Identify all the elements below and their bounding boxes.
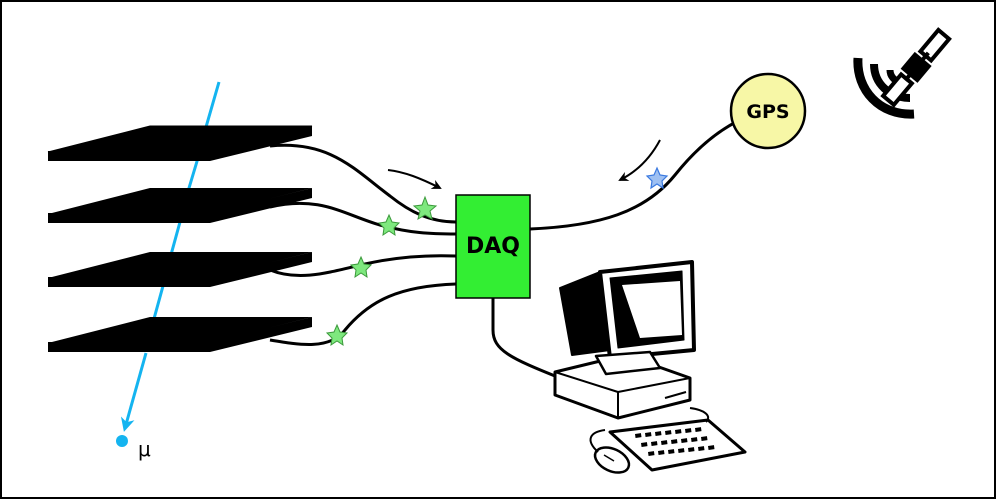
signal-star-markers: [325, 195, 438, 347]
muon-label: μ: [138, 437, 151, 461]
gps-star-marker: [645, 166, 669, 190]
signal-flow-arrow: [387, 169, 442, 189]
detector-plate-2: [48, 188, 312, 223]
signal-star-1: [412, 195, 438, 221]
daq-label: DAQ: [466, 234, 520, 259]
detector-plate-4: [48, 317, 312, 352]
gps-cable: [529, 120, 737, 231]
detector-plate-3: [48, 252, 312, 287]
muon-dot: [116, 435, 128, 447]
signal-star-3: [349, 255, 373, 279]
gps-flow-arrow: [618, 139, 661, 181]
gps-receiver: [729, 72, 807, 150]
desktop-computer-icon: [553, 260, 747, 474]
signal-star-2: [377, 213, 401, 237]
gps-label: GPS: [746, 101, 789, 123]
signal-star-4: [325, 323, 349, 347]
detector-plate-1: [47, 125, 313, 161]
computer-cable: [491, 298, 561, 380]
satellite-signal-icon: [853, 27, 952, 119]
